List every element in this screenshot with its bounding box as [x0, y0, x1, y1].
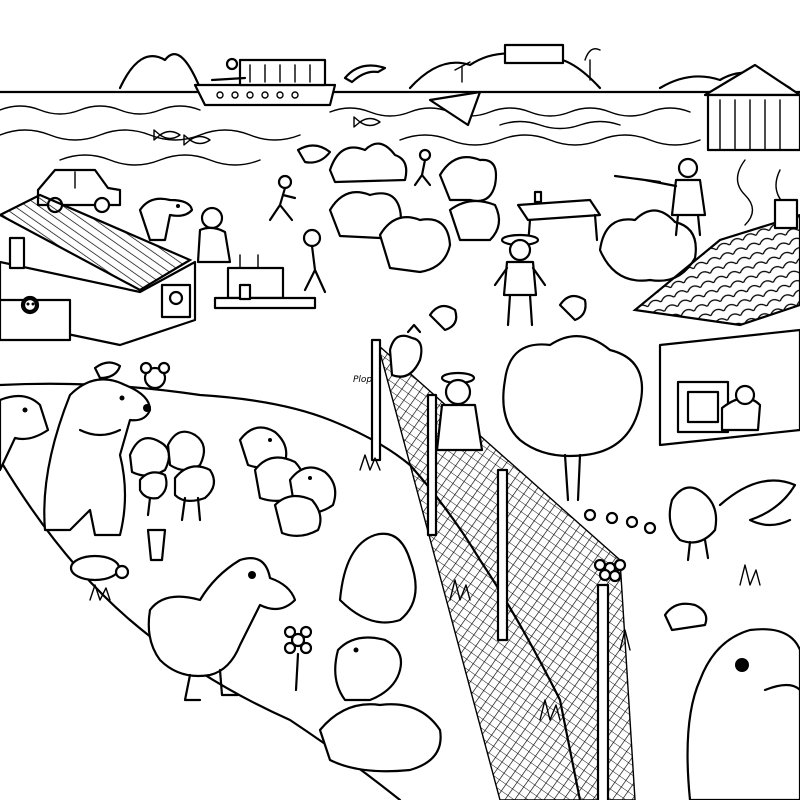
- mouse: [139, 361, 171, 390]
- bushes: [328, 142, 501, 274]
- person-hugging: [196, 206, 232, 264]
- hunter: [613, 157, 707, 237]
- cup: [146, 528, 167, 562]
- rooster: [668, 479, 797, 562]
- farmer: [493, 233, 547, 327]
- small-table: [516, 190, 602, 247]
- big-dog: [43, 378, 152, 537]
- child-running: [302, 228, 327, 294]
- sea-waves: [0, 105, 701, 166]
- rock: [338, 532, 417, 624]
- old-man: [435, 371, 484, 452]
- grapes: [593, 558, 627, 583]
- molehill: [318, 703, 442, 773]
- small-bird: [93, 361, 122, 380]
- mole-small: [663, 602, 708, 632]
- pelican: [0, 394, 50, 472]
- shrub: [598, 209, 697, 282]
- grass-tufts: [89, 454, 761, 721]
- skull: [22, 297, 38, 313]
- horizon: [0, 43, 800, 94]
- fish: [353, 116, 381, 128]
- mole: [334, 636, 403, 702]
- distant-walker: [413, 148, 432, 187]
- dolphin: [343, 64, 387, 84]
- ducks-group: [238, 426, 337, 537]
- kite: [428, 90, 482, 127]
- large-duck: [147, 557, 297, 702]
- picnic-table: [213, 254, 317, 310]
- flower: [283, 625, 313, 692]
- rooster-post: [388, 323, 423, 378]
- tree: [502, 335, 644, 458]
- small-dog: [138, 197, 194, 242]
- fish: [183, 134, 211, 146]
- bird: [558, 294, 587, 322]
- shed: [0, 193, 197, 347]
- house-right: [632, 198, 800, 447]
- fish: [153, 129, 181, 141]
- bird: [428, 304, 458, 332]
- chicks: [583, 508, 657, 535]
- chain-link-fence: [370, 338, 636, 800]
- chickens: [128, 430, 216, 522]
- duck-mid: [296, 144, 332, 164]
- large-duck-right: [686, 628, 800, 800]
- hiker: [268, 174, 297, 222]
- tortoise: [69, 554, 130, 582]
- houseboat: [193, 57, 337, 107]
- greek-temple: [703, 63, 800, 152]
- plop-caption: Plop: [353, 375, 372, 385]
